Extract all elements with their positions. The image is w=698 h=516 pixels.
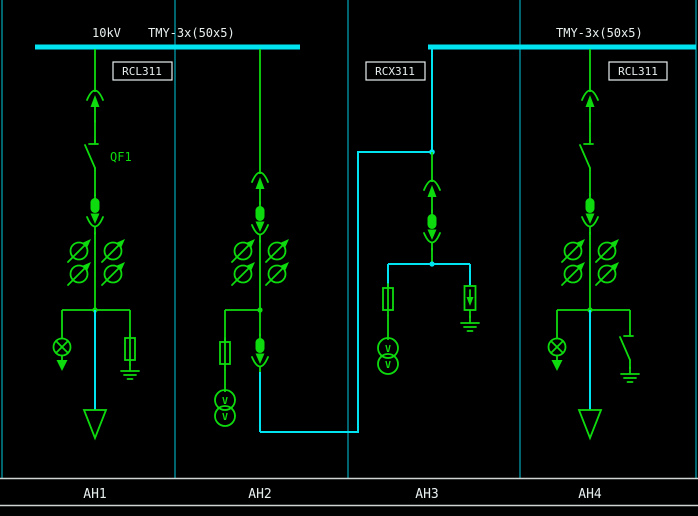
tag-left-label: RCL311 [122, 65, 162, 78]
breaker-label: QF1 [110, 150, 132, 164]
vt-letter: V [222, 412, 228, 423]
bay-ah4 [547, 49, 640, 439]
cable-run [260, 151, 432, 433]
bay-ah3: V V [377, 152, 480, 375]
panel-frame [1, 0, 697, 478]
junction-dot [429, 261, 435, 267]
bay-ah2: V V [214, 49, 290, 432]
tag-box-middle [365, 61, 426, 81]
top-labels: 10kV TMY-3x(50x5) TMY-3x(50x5) RCL311 RC… [92, 26, 668, 164]
voltage-label: 10kV [92, 26, 121, 40]
tag-right-label: RCL311 [618, 65, 658, 78]
voltage-transformer-icon: V V [214, 389, 236, 427]
tag-box-left [112, 61, 173, 81]
bay-label-ah4: AH4 [578, 487, 602, 502]
bus-spec-left-label: TMY-3x(50x5) [148, 26, 235, 40]
bottom-title-row: AH1 AH2 AH3 AH4 [0, 477, 698, 507]
vt-letter: V [385, 360, 391, 371]
bus-spec-right-label: TMY-3x(50x5) [556, 26, 643, 40]
bay-label-ah1: AH1 [83, 487, 106, 502]
tag-box-right [608, 61, 668, 81]
vt-letter: V [385, 344, 391, 355]
bay-ah1 [52, 49, 140, 439]
vt-letter: V [222, 396, 228, 407]
bay-label-ah3: AH3 [415, 487, 438, 502]
bay-label-ah2: AH2 [248, 487, 271, 502]
tag-middle-label: RCX311 [375, 65, 415, 78]
voltage-transformer-icon: V V [377, 337, 399, 375]
